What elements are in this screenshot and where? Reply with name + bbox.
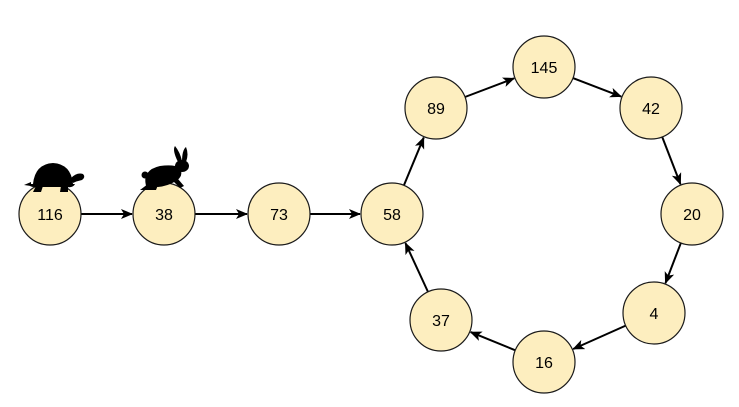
list-node: 38	[132, 182, 196, 246]
list-node: 58	[360, 182, 424, 246]
node-circle	[409, 288, 473, 352]
node-label: 116	[37, 207, 63, 224]
icons-layer	[24, 146, 189, 192]
edges-layer	[81, 77, 682, 352]
node-label: 37	[432, 313, 450, 330]
edge-arrow	[572, 77, 623, 98]
list-node: 89	[404, 76, 468, 140]
node-label: 89	[427, 101, 445, 118]
edge-arrow	[402, 136, 425, 186]
list-node: 20	[660, 182, 724, 246]
list-node: 73	[247, 182, 311, 246]
edge-arrow	[464, 77, 516, 98]
node-circle	[512, 35, 576, 99]
node-label: 145	[531, 60, 558, 77]
node-label: 73	[270, 207, 288, 224]
node-label: 38	[155, 207, 173, 224]
edge-arrow	[469, 331, 516, 352]
list-node: 116	[18, 182, 82, 246]
edge-arrow	[664, 242, 682, 285]
list-node: 16	[512, 330, 576, 394]
list-node: 4	[622, 281, 686, 345]
node-label: 42	[642, 101, 660, 118]
list-node: 42	[619, 76, 683, 140]
edge-arrow	[661, 136, 682, 186]
node-label: 16	[535, 355, 553, 372]
node-circle	[360, 182, 424, 246]
edge-arrow	[572, 324, 627, 350]
list-node: 145	[512, 35, 576, 99]
nodes-layer: 116 38 73 58 89 145 42 20 4 16 37	[18, 35, 724, 394]
node-circle	[660, 182, 724, 246]
tortoise-icon	[24, 163, 85, 192]
node-circle	[619, 76, 683, 140]
node-label: 20	[683, 207, 701, 224]
edge-arrow	[404, 242, 429, 293]
node-circle	[247, 182, 311, 246]
node-label: 4	[650, 306, 659, 323]
node-circle	[404, 76, 468, 140]
node-circle	[622, 281, 686, 345]
list-node: 37	[409, 288, 473, 352]
hare-icon	[140, 146, 189, 190]
node-label: 58	[383, 207, 401, 224]
node-circle	[512, 330, 576, 394]
